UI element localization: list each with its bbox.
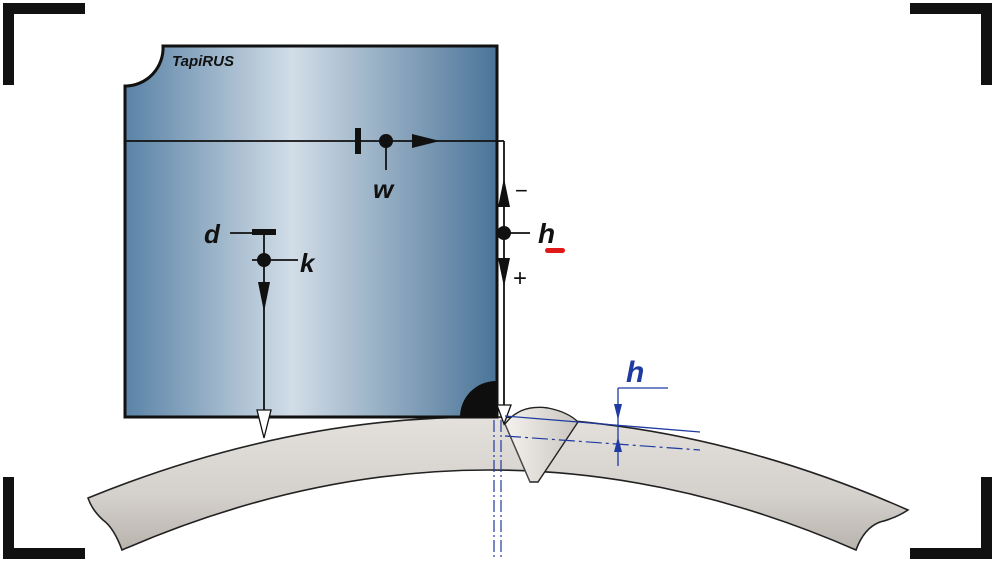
d-stop-marker <box>252 229 276 235</box>
h-dimension <box>493 387 701 560</box>
h-highlight-underline <box>545 248 565 253</box>
corner-bottom-right <box>910 477 992 559</box>
label-plus: + <box>513 265 527 292</box>
label-w: w <box>373 174 395 204</box>
gauge-corner-quadrant <box>460 381 496 417</box>
h-arrow-up-icon <box>498 178 510 207</box>
corner-top-right <box>910 3 992 85</box>
w-arrow-right-icon <box>412 134 440 148</box>
corner-top-left <box>3 3 85 85</box>
h-pointer-tip-icon <box>496 404 512 426</box>
h-arrow-down-icon <box>498 258 510 287</box>
label-h-dimension: h <box>626 356 644 389</box>
viewfinder-corners <box>3 3 992 559</box>
probe-tip-icon <box>256 409 272 439</box>
h-dim-arrow-down-icon <box>614 404 622 420</box>
depth-probe <box>230 229 298 439</box>
label-h: h <box>538 218 555 249</box>
label-d: d <box>204 219 221 249</box>
k-arrow-down-icon <box>258 282 270 312</box>
pipe-wall <box>87 416 910 552</box>
h-dim-arrow-up-icon <box>614 437 622 452</box>
label-minus: − <box>515 178 528 203</box>
gauge-body <box>123 44 499 419</box>
corner-bottom-left <box>3 477 85 559</box>
brand-logo: TapiRUS <box>172 53 234 70</box>
w-stop-marker <box>355 128 361 154</box>
h-scale <box>496 140 530 426</box>
w-scale <box>125 128 498 170</box>
label-k: k <box>300 248 316 278</box>
